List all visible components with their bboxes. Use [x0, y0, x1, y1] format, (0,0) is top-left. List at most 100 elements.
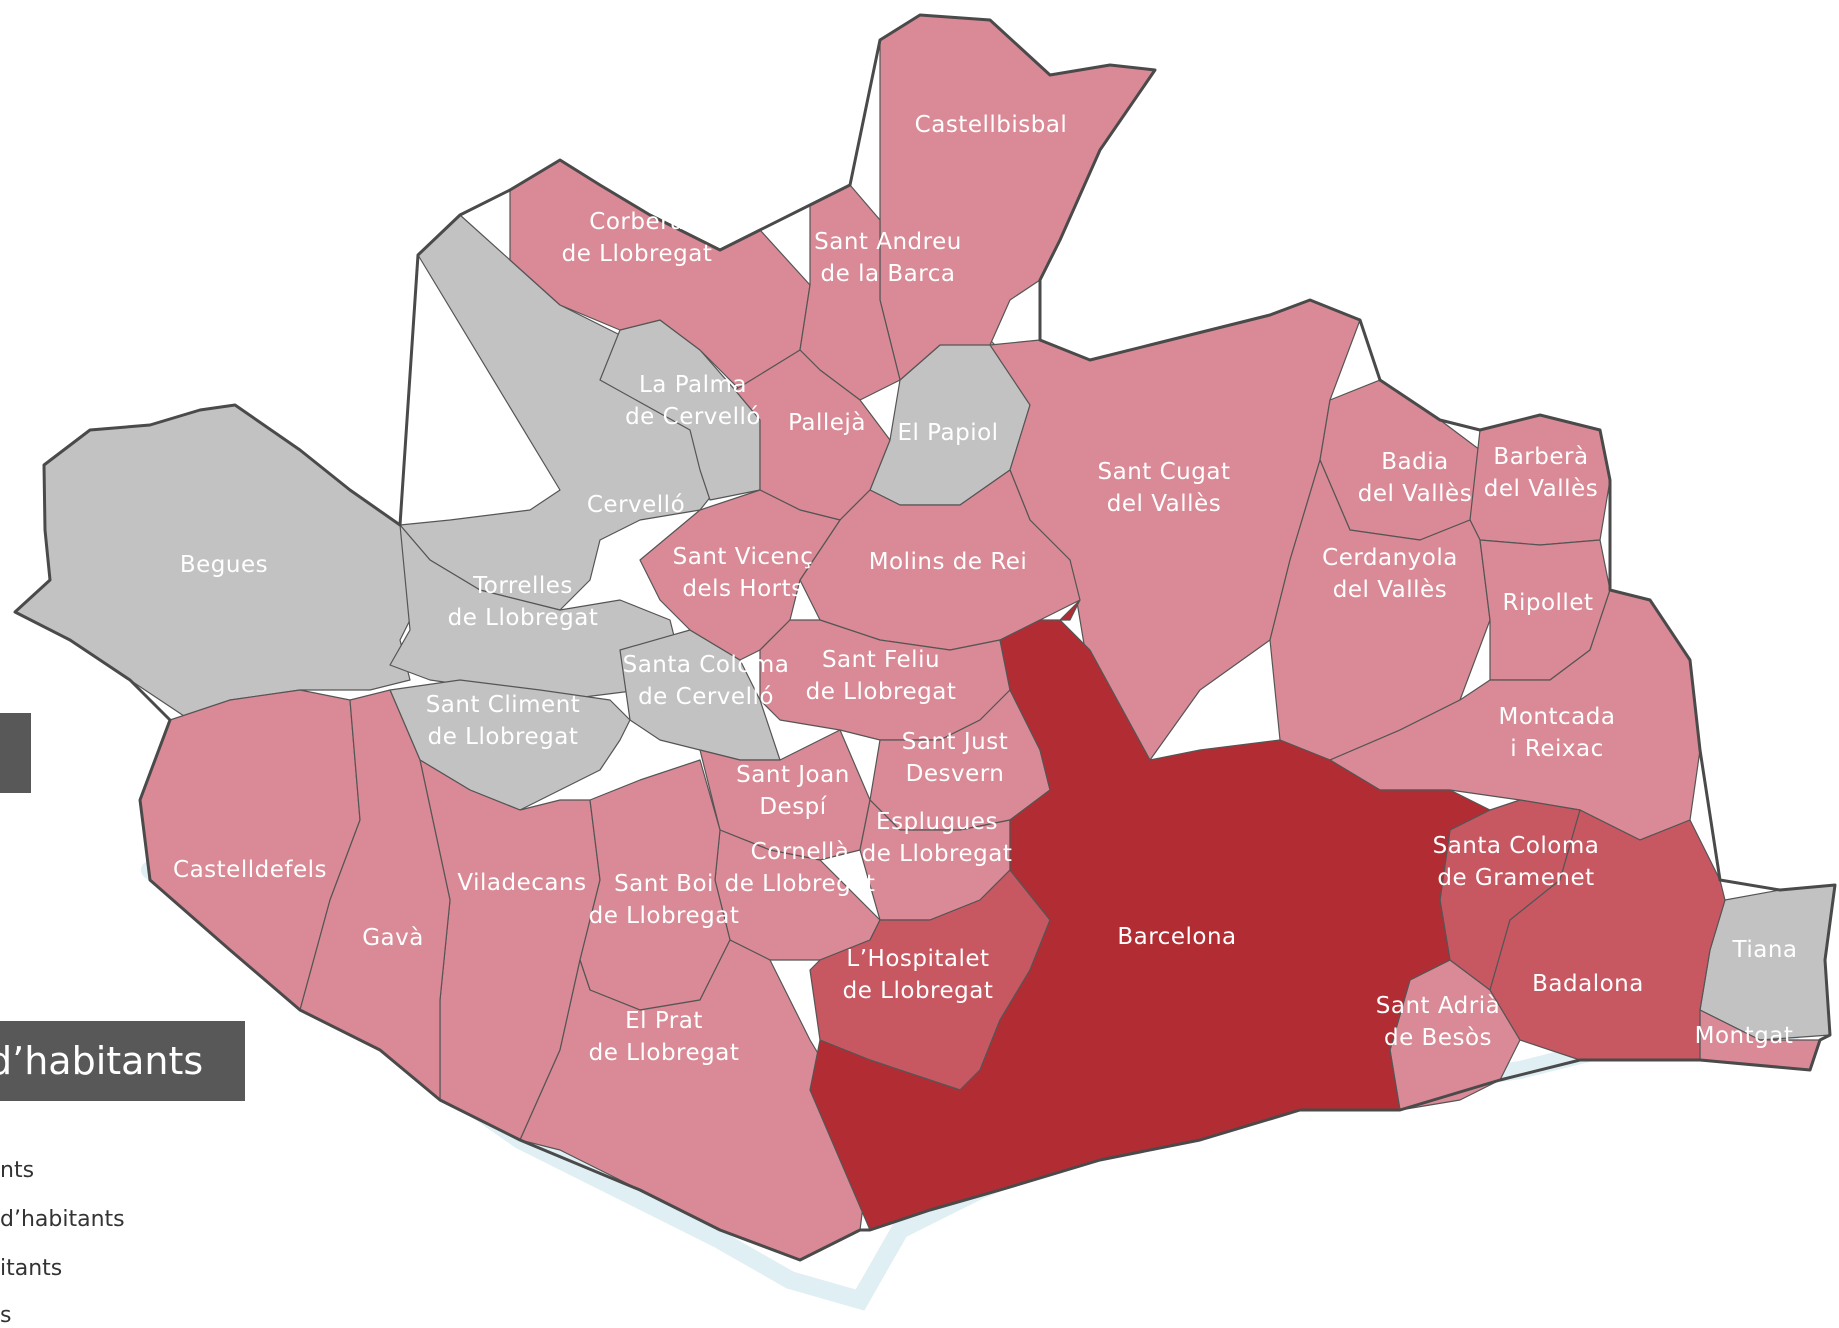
label-line: Santa Coloma — [1433, 833, 1600, 859]
label-line: Barberà — [1493, 444, 1588, 470]
label-barbera: Barberà del Vallès — [1484, 444, 1598, 502]
label-line: de Llobregat — [589, 903, 740, 929]
label-line: Corbera — [589, 209, 684, 235]
label-montgat: Montgat — [1695, 1023, 1794, 1049]
label-molins: Molins de Rei — [869, 549, 1028, 575]
region-cervello[interactable] — [399, 214, 721, 611]
label-line: Castellbisbal — [915, 112, 1068, 138]
label-line: de Cervelló — [625, 404, 761, 430]
legend-tab-top — [0, 713, 31, 793]
label-line: i Reixac — [1510, 736, 1604, 762]
label-line: de Cervelló — [638, 684, 774, 710]
label-la-palma: La Palma de Cervelló — [625, 372, 761, 430]
label-castelldefels: Castelldefels — [173, 857, 327, 883]
label-line: Sant Joan — [736, 762, 850, 788]
label-line: Torrelles — [472, 573, 573, 599]
label-line: Castelldefels — [173, 857, 327, 883]
label-line: de Llobregat — [589, 1040, 740, 1066]
label-hospitalet: L’Hospitalet de Llobregat — [843, 946, 994, 1004]
label-cervello: Cervelló — [587, 492, 685, 518]
label-line: de Gramenet — [1437, 865, 1594, 891]
label-corbera: Corbera de Llobregat — [562, 209, 713, 267]
label-line: Sant Andreu — [814, 229, 962, 255]
label-line: Cervelló — [587, 492, 685, 518]
label-ripollet: Ripollet — [1503, 590, 1594, 616]
label-santa-coloma-cervello: Santa Coloma de Cervelló — [623, 652, 790, 710]
label-sant-feliu: Sant Feliu de Llobregat — [806, 647, 957, 705]
label-line: de la Barca — [821, 261, 956, 287]
label-line: Tiana — [1732, 937, 1798, 963]
label-line: Despí — [759, 794, 826, 820]
label-line: de Llobregat — [806, 679, 957, 705]
label-line: Esplugues — [876, 809, 998, 835]
label-line: de Llobregat — [862, 841, 1013, 867]
label-line: El Papiol — [897, 420, 998, 446]
label-line: Sant Vicenç — [673, 544, 814, 570]
region-sant-vicenc[interactable] — [639, 489, 841, 661]
region-sant-andreu-barca[interactable] — [799, 184, 901, 401]
label-line: Molins de Rei — [869, 549, 1028, 575]
label-line: Gavà — [362, 925, 424, 951]
label-line: del Vallès — [1107, 491, 1221, 517]
legend-item-3: itants — [0, 1256, 63, 1281]
label-badalona: Badalona — [1532, 971, 1644, 997]
label-line: de Llobregat — [562, 241, 713, 267]
label-tiana: Tiana — [1732, 937, 1798, 963]
label-sant-andreu-barca: Sant Andreu de la Barca — [814, 229, 962, 287]
label-sant-climent: Sant Climent de Llobregat — [426, 692, 581, 750]
label-line: Santa Coloma — [623, 652, 790, 678]
label-line: Montgat — [1695, 1023, 1794, 1049]
label-line: Montcada — [1499, 704, 1616, 730]
label-el-papiol: El Papiol — [897, 420, 998, 446]
label-line: del Vallès — [1358, 481, 1472, 507]
label-line: de Llobregat — [428, 724, 579, 750]
label-line: de Llobregat — [843, 978, 994, 1004]
label-viladecans: Viladecans — [457, 870, 586, 896]
region-castellbisbal[interactable] — [879, 14, 1156, 381]
legend-item-4: s — [0, 1303, 12, 1328]
label-castellbisbal: Castellbisbal — [915, 112, 1068, 138]
label-montcada: Montcada i Reixac — [1499, 704, 1616, 762]
label-esplugues: Esplugues de Llobregat — [862, 809, 1013, 867]
label-line: Sant Just — [902, 729, 1008, 755]
label-sant-cugat: Sant Cugat del Vallès — [1098, 459, 1231, 517]
label-line: Badia — [1381, 449, 1448, 475]
label-line: Sant Boi — [614, 871, 714, 897]
legend-title: d’habitants — [0, 1021, 245, 1101]
label-line: Sant Adrià — [1376, 993, 1500, 1019]
label-line: Sant Feliu — [822, 647, 940, 673]
label-line: Viladecans — [457, 870, 586, 896]
label-line: Begues — [180, 552, 268, 578]
legend-item-1: nts — [0, 1158, 35, 1183]
label-line: Ripollet — [1503, 590, 1594, 616]
label-palleja: Pallejà — [788, 410, 866, 436]
label-line: Sant Climent — [426, 692, 581, 718]
label-line: Pallejà — [788, 410, 866, 436]
map-outline — [13, 13, 1837, 1262]
label-line: del Vallès — [1484, 476, 1598, 502]
label-barcelona: Barcelona — [1117, 924, 1236, 950]
label-line: de Besòs — [1384, 1025, 1492, 1051]
label-line: Cerdanyola — [1322, 545, 1458, 571]
legend-item-2: d’habitants — [0, 1207, 125, 1232]
label-line: La Palma — [639, 372, 747, 398]
label-begues: Begues — [180, 552, 268, 578]
label-line: dels Horts — [682, 576, 803, 602]
label-sant-boi: Sant Boi de Llobregat — [589, 871, 740, 929]
label-gava: Gavà — [362, 925, 424, 951]
label-sant-vicenc: Sant Vicenç dels Horts — [673, 544, 814, 602]
label-line: L’Hospitalet — [846, 946, 989, 972]
label-line: Sant Cugat — [1098, 459, 1231, 485]
label-line: Cornellà — [751, 839, 850, 865]
label-badia: Badia del Vallès — [1358, 449, 1472, 507]
label-line: Desvern — [906, 761, 1005, 787]
label-line: Barcelona — [1117, 924, 1236, 950]
